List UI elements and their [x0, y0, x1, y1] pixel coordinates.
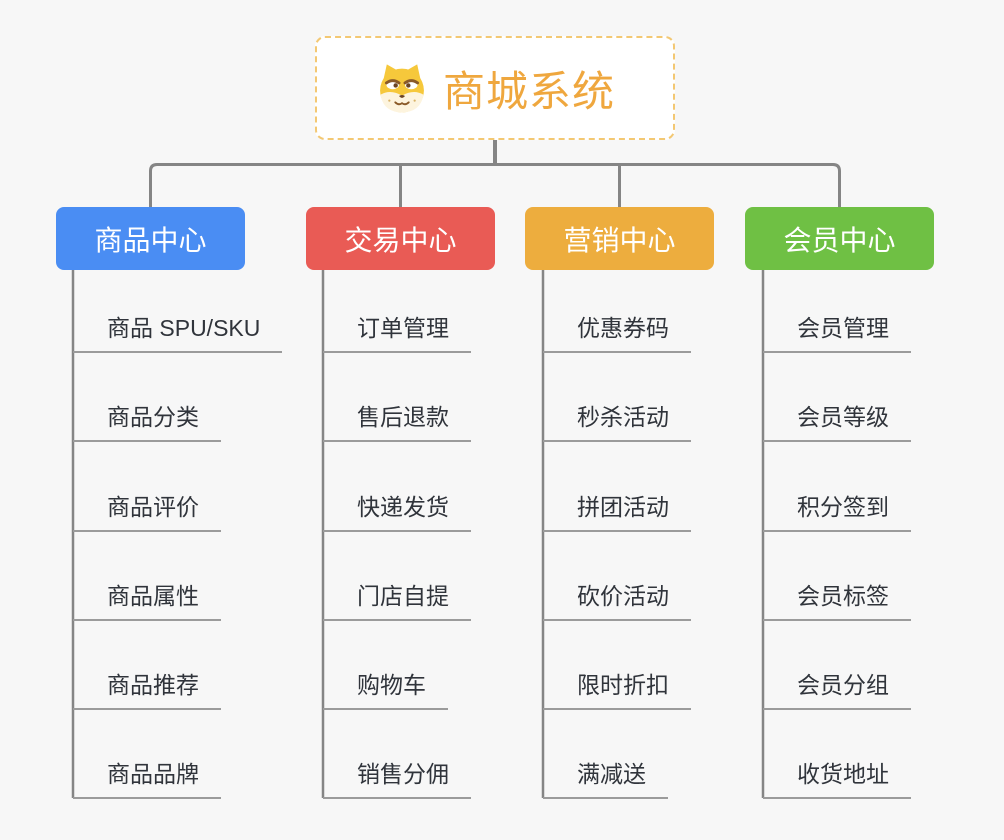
leaf-node-label[interactable]: 秒杀活动 — [543, 398, 691, 443]
branch-node-marketing-center[interactable]: 营销中心 — [525, 207, 714, 270]
leaf-node-label[interactable]: 门店自提 — [323, 577, 471, 621]
leaf-node-label[interactable]: 销售分佣 — [323, 755, 471, 800]
leaf-node-label[interactable]: 拼团活动 — [543, 488, 691, 532]
leaf-node-label[interactable]: 会员管理 — [763, 309, 911, 354]
leaf-node-label[interactable]: 购物车 — [323, 666, 448, 710]
leaf-node-label[interactable]: 满减送 — [543, 755, 668, 800]
leaf-node-label[interactable]: 商品 SPU/SKU — [73, 309, 283, 354]
root-node[interactable]: 商城系统 — [315, 36, 675, 140]
leaf-node-label[interactable]: 积分签到 — [763, 488, 911, 532]
leaf-node-label[interactable]: 商品属性 — [73, 577, 221, 621]
shiba-dog-icon — [380, 64, 424, 113]
branch-label: 商品中心 — [94, 224, 207, 256]
root-node-label: 商城系统 — [442, 67, 615, 115]
leaf-node-label[interactable]: 砍价活动 — [543, 577, 691, 621]
leaf-node-label[interactable]: 商品评价 — [73, 488, 221, 532]
leaf-node-label[interactable]: 商品推荐 — [73, 666, 221, 710]
leaf-node-label[interactable]: 会员分组 — [763, 666, 911, 710]
branch-node-trade-center[interactable]: 交易中心 — [306, 207, 495, 270]
leaf-node-label[interactable]: 收货地址 — [763, 755, 911, 800]
branch-node-product-center[interactable]: 商品中心 — [56, 207, 245, 270]
branch-label: 营销中心 — [563, 224, 676, 256]
leaf-node-label[interactable]: 会员标签 — [763, 577, 911, 621]
leaf-node-label[interactable]: 售后退款 — [323, 398, 471, 443]
branch-label: 交易中心 — [344, 224, 457, 256]
leaf-node-label[interactable]: 优惠券码 — [543, 309, 691, 354]
leaf-node-label[interactable]: 商品品牌 — [73, 755, 221, 800]
leaf-node-label[interactable]: 会员等级 — [763, 398, 911, 443]
leaf-node-label[interactable]: 商品分类 — [73, 398, 221, 443]
leaf-node-label[interactable]: 限时折扣 — [543, 666, 691, 710]
leaf-node-label[interactable]: 订单管理 — [323, 309, 471, 354]
leaf-node-label[interactable]: 快递发货 — [323, 488, 471, 532]
branch-node-member-center[interactable]: 会员中心 — [745, 207, 934, 270]
branch-label: 会员中心 — [783, 224, 896, 256]
